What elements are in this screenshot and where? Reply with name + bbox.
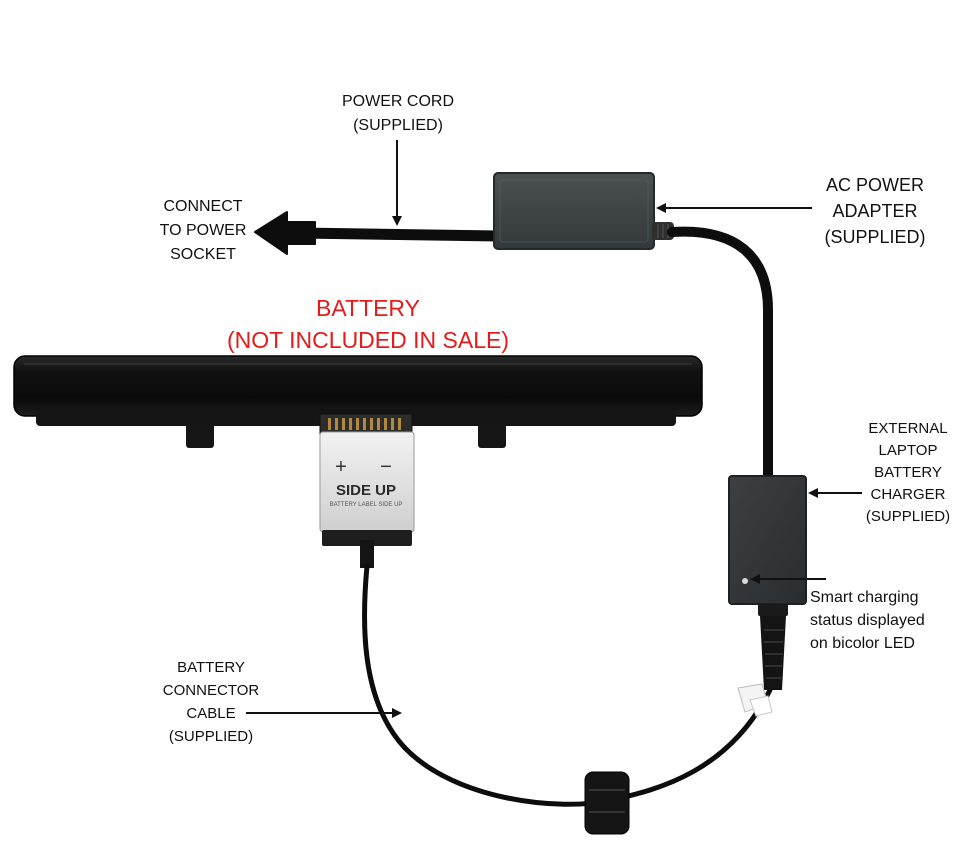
charger-label-line-3: BATTERY bbox=[874, 464, 942, 481]
charger-output-plug bbox=[758, 604, 788, 690]
power-cord bbox=[294, 227, 504, 242]
charger-label-line-5: (SUPPLIED) bbox=[865, 508, 951, 525]
connector-sub-text: BATTERY LABEL SIDE UP bbox=[330, 502, 403, 508]
cable-tag bbox=[737, 683, 773, 717]
ac-adapter-label: AC POWER ADAPTER (SUPPLIED) bbox=[812, 172, 938, 250]
battery-title-line-2: (NOT INCLUDED IN SALE) bbox=[226, 327, 509, 353]
battery-connector-cable bbox=[361, 563, 773, 807]
connector-plus: + bbox=[335, 456, 347, 478]
charger-label-line-2: LAPTOP bbox=[878, 442, 938, 459]
battery-contacts bbox=[328, 418, 401, 430]
battery-connector bbox=[319, 431, 415, 568]
charger-label: EXTERNAL LAPTOP BATTERY CHARGER (SUPPLIE… bbox=[860, 418, 956, 528]
power-cord-label: POWER CORD (SUPPLIED) bbox=[328, 90, 468, 138]
ac-adapter-label-line-1: AC POWER bbox=[825, 175, 924, 195]
arrow-icon bbox=[246, 140, 862, 718]
charger-label-line-4: CHARGER bbox=[870, 486, 946, 503]
power-socket-label-line-2: TO POWER bbox=[159, 222, 247, 239]
ac-adapter-label-line-2: ADAPTER bbox=[832, 201, 918, 221]
connector-minus: − bbox=[380, 456, 392, 478]
dc-cable bbox=[667, 226, 773, 483]
connector-cable-label: BATTERY CONNECTOR CABLE (SUPPLIED) bbox=[150, 656, 272, 748]
led-label-line-3: on bicolor LED bbox=[810, 635, 915, 652]
connector-cable-label-line-1: BATTERY bbox=[177, 659, 245, 676]
led-label-line-2: status displayed bbox=[810, 612, 925, 629]
battery-title-line-1: BATTERY bbox=[316, 295, 420, 321]
connector-cable-label-line-2: CONNECTOR bbox=[162, 682, 260, 699]
ac-power-adapter bbox=[493, 172, 674, 250]
arrow-left-icon bbox=[254, 211, 316, 255]
connector-side-up-text: SIDE UP bbox=[336, 482, 396, 499]
led-label: Smart charging status displayed on bicol… bbox=[810, 586, 956, 655]
power-socket-label-line-3: SOCKET bbox=[170, 246, 236, 263]
power-socket-label: CONNECT TO POWER SOCKET bbox=[148, 195, 258, 267]
led-label-line-1: Smart charging bbox=[810, 589, 919, 606]
external-charger bbox=[728, 475, 807, 605]
connector-cable-label-line-4: (SUPPLIED) bbox=[168, 728, 254, 745]
power-cord-label-line-2: (SUPPLIED) bbox=[353, 117, 443, 134]
charger-label-line-1: EXTERNAL bbox=[868, 420, 948, 437]
ac-adapter-label-line-3: (SUPPLIED) bbox=[824, 227, 926, 247]
connector-cable-label-line-3: CABLE bbox=[186, 705, 236, 722]
battery-title: BATTERY (NOT INCLUDED IN SALE) bbox=[200, 292, 536, 356]
led-icon bbox=[742, 578, 748, 584]
velcro-strap bbox=[584, 771, 630, 835]
power-socket-label-line-1: CONNECT bbox=[163, 198, 243, 215]
power-cord-label-line-1: POWER CORD bbox=[342, 93, 454, 110]
laptop-battery bbox=[13, 355, 703, 448]
